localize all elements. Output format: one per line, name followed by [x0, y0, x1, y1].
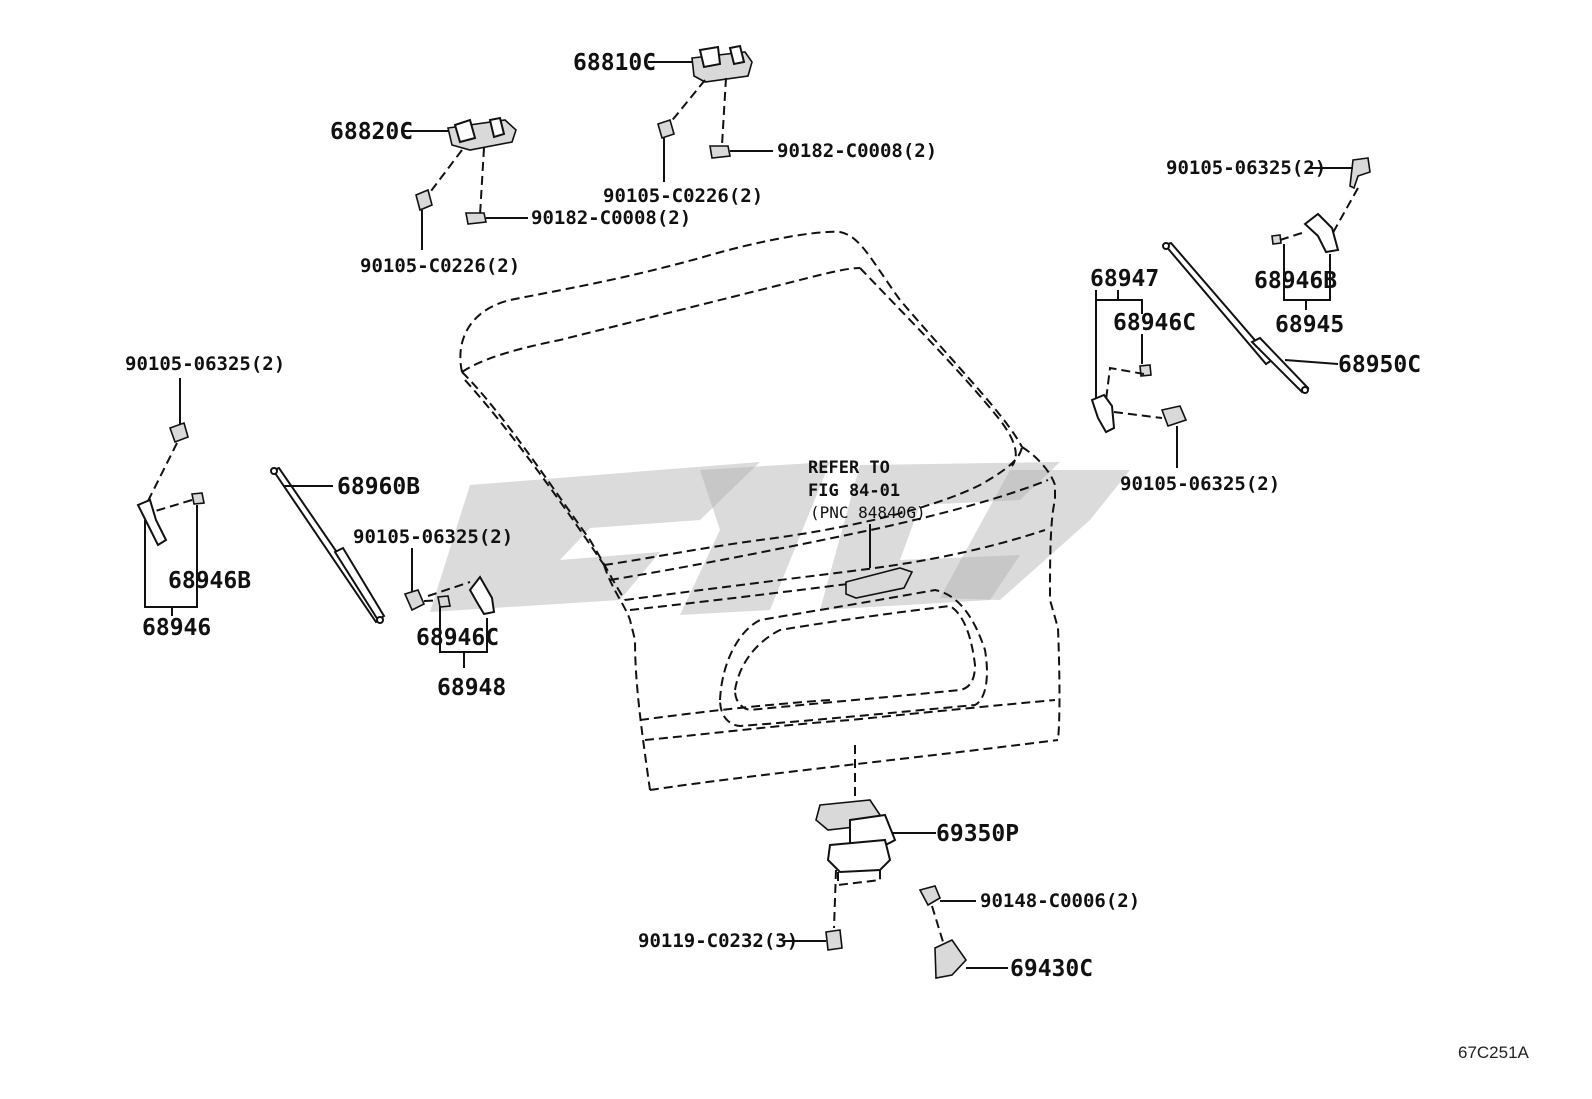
left-stay-bracket-part	[136, 378, 205, 616]
label-left-stay-bracket-asm: 68946	[142, 615, 211, 641]
back-door-handle-part	[845, 524, 914, 599]
label-lock-bolt: 90119-C0232(3)	[638, 930, 798, 952]
label-center-left-bracket-c: 68946C	[416, 625, 499, 651]
hinge-left-part	[404, 116, 528, 250]
right-mid-bracket-part	[1090, 290, 1188, 468]
label-hinge-left-nut: 90182-C0008(2)	[531, 207, 691, 229]
label-hinge-left-bolt: 90105-C0226(2)	[360, 255, 520, 277]
label-opener-switch: 69430C	[1010, 956, 1093, 982]
reference-note-line3: (PNC 84840G)	[810, 503, 926, 522]
label-right-top-bolt: 90105-06325(2)	[1166, 157, 1326, 179]
label-left-stay-bracket-b: 68946B	[168, 568, 251, 594]
right-damper-part	[1162, 241, 1339, 394]
right-top-bracket-part	[1271, 157, 1371, 310]
label-center-left-bolt: 90105-06325(2)	[353, 526, 513, 548]
label-right-bracket-asm: 68945	[1275, 312, 1344, 338]
label-left-stay-bolt: 90105-06325(2)	[125, 353, 285, 375]
label-opener-screw: 90148-C0006(2)	[980, 890, 1140, 912]
center-left-bracket-part	[403, 548, 496, 668]
lock-assembly-part	[784, 799, 936, 951]
label-right-mid-bolt: 90105-06325(2)	[1120, 473, 1280, 495]
label-center-left-bracket-asm: 68948	[437, 675, 506, 701]
label-right-damper: 68950C	[1338, 352, 1421, 378]
watermark-logo	[430, 462, 1130, 615]
back-door-panel	[459, 230, 1061, 800]
reference-note-line1: REFER TO	[808, 458, 890, 478]
label-hinge-right-nut: 90182-C0008(2)	[777, 140, 937, 162]
label-hinge-left: 68820C	[330, 119, 413, 145]
label-right-mid-bracket-c: 68946C	[1113, 310, 1196, 336]
drawing-code: 67C251A	[1458, 1043, 1530, 1062]
label-left-damper: 68960B	[337, 474, 420, 500]
label-lock-asm: 69350P	[936, 821, 1019, 847]
reference-note-line2: FIG 84-01	[808, 481, 900, 501]
label-right-bracket-b: 68946B	[1254, 268, 1337, 294]
label-hinge-right-bolt: 90105-C0226(2)	[603, 185, 763, 207]
label-hinge-right: 68810C	[573, 50, 656, 76]
opener-switch-part	[918, 885, 1008, 979]
hinge-right-part	[648, 44, 773, 182]
label-right-mid-bracket-asm: 68947	[1090, 266, 1159, 292]
left-damper-part	[270, 466, 386, 624]
